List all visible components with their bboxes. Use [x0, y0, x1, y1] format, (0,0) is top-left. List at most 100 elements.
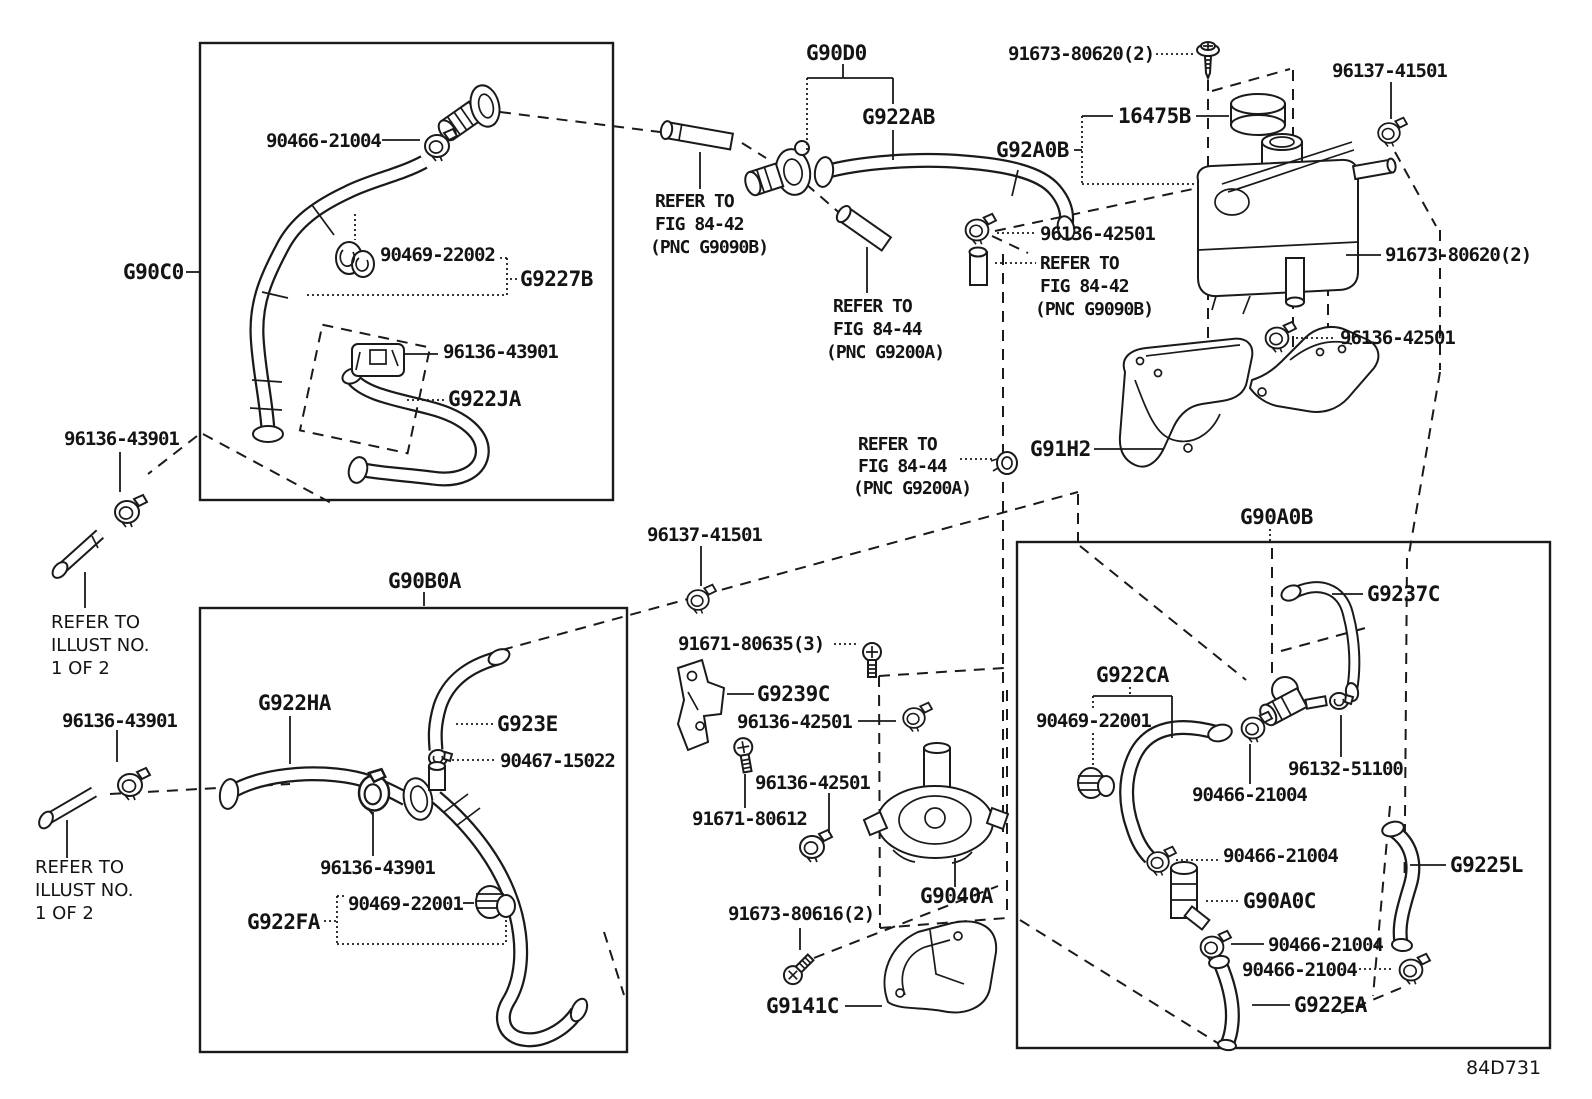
- label-g9040a[interactable]: G9040A: [920, 884, 994, 908]
- label-g922ea[interactable]: G922EA: [1294, 993, 1368, 1017]
- bolt-91673-80616-icon: [779, 950, 818, 989]
- thermostat-fitting-drawing: [744, 140, 812, 197]
- tee-g90a0c-drawing: [1170, 861, 1211, 931]
- label-90466-21004-a[interactable]: 90466-21004: [266, 130, 382, 152]
- label-91673-80620-b[interactable]: 91673-80620(2): [1385, 244, 1532, 266]
- note-fig8444a-line2: FIG 84-44: [833, 319, 923, 340]
- label-96137-41501-a[interactable]: 96137-41501: [1332, 60, 1448, 82]
- leader-lines: [66, 53, 1446, 1007]
- clamp-90469-22001-a-icon: [475, 885, 516, 919]
- note-fig8444a-line1: REFER TO: [833, 296, 913, 317]
- note-fig8442a-line1: REFER TO: [655, 191, 735, 212]
- pipe-stub-left1-drawing: [51, 529, 105, 579]
- clamp-96132-51100-icon: [1329, 692, 1354, 710]
- label-g90d0[interactable]: G90D0: [806, 41, 867, 65]
- hose-g922ha-drawing: [218, 766, 434, 821]
- hose-g923e-drawing: [427, 648, 511, 751]
- label-g922ab[interactable]: G922AB: [862, 105, 935, 129]
- note-illust1-line3: 1 OF 2: [51, 658, 110, 679]
- label-g922ja[interactable]: G922JA: [448, 387, 522, 411]
- label-g9141c[interactable]: G9141C: [766, 994, 839, 1018]
- note-illust1-line1: REFER TO: [51, 612, 140, 633]
- assembly-dashed-lines: [109, 68, 1441, 1048]
- label-96136-43901-a[interactable]: 96136-43901: [443, 341, 559, 363]
- label-16475b[interactable]: 16475B: [1118, 104, 1191, 128]
- cap-16475b-drawing: [1230, 93, 1286, 136]
- clamp-96136-43901-left2-icon: [117, 767, 151, 801]
- label-91673-80620-a[interactable]: 91673-80620(2): [1008, 43, 1155, 65]
- label-90466-21004-c[interactable]: 90466-21004: [1223, 845, 1339, 867]
- fitting-96136-42501-a-icon: [964, 212, 997, 246]
- label-g9239c[interactable]: G9239C: [757, 682, 830, 706]
- label-96136-43901-left2[interactable]: 96136-43901: [62, 710, 178, 732]
- note-fig8444b-line1: REFER TO: [858, 434, 938, 455]
- label-91671-80635[interactable]: 91671-80635(3): [678, 633, 825, 655]
- label-96136-42501-d[interactable]: 96136-42501: [755, 772, 871, 794]
- label-g92a0b[interactable]: G92A0B: [996, 138, 1069, 162]
- label-g90a0b[interactable]: G90A0B: [1240, 505, 1313, 529]
- label-g90a0c[interactable]: G90A0C: [1243, 889, 1316, 913]
- note-fig8444b-line2: FIG 84-44: [858, 456, 948, 477]
- label-g922fa[interactable]: G922FA: [247, 910, 321, 934]
- label-96136-42501-a[interactable]: 96136-42501: [1040, 223, 1156, 245]
- label-g9225l[interactable]: G9225L: [1450, 853, 1523, 877]
- note-fig8442b-line2: FIG 84-42: [1040, 276, 1129, 297]
- hose-g90c0-drawing: [249, 155, 428, 443]
- clamp-90469-22002-icon: [335, 241, 375, 278]
- note-fig8442b-line1: REFER TO: [1040, 253, 1120, 274]
- label-96132-51100[interactable]: 96132-51100: [1288, 758, 1404, 780]
- label-g90b0a[interactable]: G90B0A: [388, 569, 462, 593]
- hose-g9225l-drawing: [1381, 820, 1421, 953]
- note-fig8444a-line3: (PNC G9200A): [826, 342, 944, 363]
- clamp-96136-43901-left1-icon: [114, 494, 148, 528]
- clamp-96137-41501-a-icon: [1377, 116, 1408, 148]
- label-90466-21004-e[interactable]: 90466-21004: [1242, 959, 1358, 981]
- pump-g9040a-drawing: [862, 742, 1010, 864]
- label-91671-80612[interactable]: 91671-80612: [692, 808, 808, 830]
- clamp-96136-42501-c-icon: [902, 701, 933, 733]
- label-90469-22002[interactable]: 90469-22002: [380, 244, 496, 266]
- note-illust2-line2: ILLUST NO.: [35, 880, 133, 901]
- screw-91673-80620-a-icon: [1196, 41, 1220, 79]
- pipe-refer-8442b-drawing: [968, 246, 988, 286]
- note-illust2-line1: REFER TO: [35, 857, 124, 878]
- clamp-96136-42501-d-icon: [799, 829, 833, 863]
- note-illust2-line3: 1 OF 2: [35, 903, 94, 924]
- label-g91h2[interactable]: G91H2: [1030, 437, 1091, 461]
- label-g922ca[interactable]: G922CA: [1096, 663, 1170, 687]
- pipe-refer-8442a-drawing: [659, 120, 735, 151]
- label-90467-15022[interactable]: 90467-15022: [500, 750, 616, 772]
- label-96136-43901-left1[interactable]: 96136-43901: [64, 428, 180, 450]
- label-91673-80616[interactable]: 91673-80616(2): [728, 903, 875, 925]
- label-g90c0[interactable]: G90C0: [123, 260, 184, 284]
- figure-code: 84D731: [1466, 1057, 1541, 1079]
- label-g923e[interactable]: G923E: [497, 712, 558, 736]
- label-96136-42501-b[interactable]: 96136-42501: [1340, 327, 1456, 349]
- detail-box-g90b0a: [198, 606, 629, 1054]
- label-96136-42501-c[interactable]: 96136-42501: [737, 711, 853, 733]
- label-96137-41501-b[interactable]: 96137-41501: [647, 524, 763, 546]
- label-96136-43901-b[interactable]: 96136-43901: [320, 857, 436, 879]
- label-90469-22001-b[interactable]: 90469-22001: [1036, 710, 1152, 732]
- hose-g922ab-drawing: [813, 152, 1076, 241]
- label-90466-21004-b[interactable]: 90466-21004: [1192, 784, 1308, 806]
- label-90469-22001-a[interactable]: 90469-22001: [348, 893, 464, 915]
- note-fig8442a-line3: (PNC G9090B): [650, 237, 768, 258]
- clamp-90466-21004-b-icon: [1240, 710, 1273, 744]
- bolt-91671-80612-icon: [731, 735, 758, 775]
- label-90466-21004-d[interactable]: 90466-21004: [1268, 934, 1384, 956]
- label-g922ha[interactable]: G922HA: [258, 691, 332, 715]
- label-g9237c[interactable]: G9237C: [1367, 582, 1440, 606]
- hose-g922ea-drawing: [1208, 954, 1240, 1052]
- note-fig8444b-line3: (PNC G9200A): [853, 478, 971, 499]
- reference-notes: REFER TO FIG 84-42 (PNC G9090B) REFER TO…: [35, 191, 1154, 924]
- dashed-region-marker: [298, 323, 432, 455]
- grommet-refer-8444b-icon: [990, 451, 1018, 475]
- note-fig8442b-line3: (PNC G9090B): [1035, 299, 1153, 320]
- clamp-96136-42501-b-icon: [1264, 320, 1297, 354]
- clamp-90466-21004-e-icon: [1398, 952, 1431, 986]
- label-g9227b[interactable]: G9227B: [520, 267, 593, 291]
- clamp-90469-22001-b-icon: [1077, 767, 1115, 799]
